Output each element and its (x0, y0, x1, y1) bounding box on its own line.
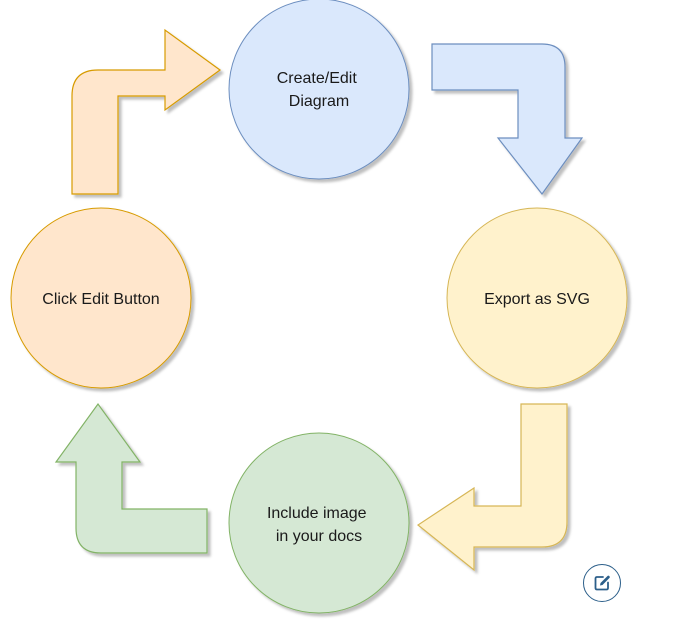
node-create-edit-diagram: Create/Edit Diagram (228, 0, 410, 180)
arrow-export-to-include (416, 403, 568, 572)
arrow-click-to-create (71, 28, 222, 195)
node-label-line: Export as SVG (484, 291, 590, 308)
edit-button[interactable] (583, 564, 621, 602)
node-label-line: in your docs (276, 528, 362, 545)
node-include-image: Include image in your docs (228, 432, 410, 614)
node-label-line: Diagram (289, 93, 349, 110)
arrow-create-to-export (431, 43, 584, 196)
svg-text:Export as SVG: Export as SVG (484, 291, 590, 308)
svg-text:Create/Edit Diagram: Create/Edit Diagram (277, 70, 362, 110)
arrow-include-to-click (54, 402, 208, 554)
svg-text:Click Edit Button: Click Edit Button (42, 291, 159, 308)
node-click-edit-button: Click Edit Button (10, 207, 192, 389)
node-label-line: Click Edit Button (42, 291, 159, 308)
node-label-line: Create/Edit (277, 70, 358, 87)
node-export-as-svg: Export as SVG (446, 207, 628, 389)
edit-icon (594, 575, 610, 591)
node-label-line: Include image (267, 505, 367, 522)
svg-text:Include image in your do: Include image in your docs (267, 505, 371, 545)
